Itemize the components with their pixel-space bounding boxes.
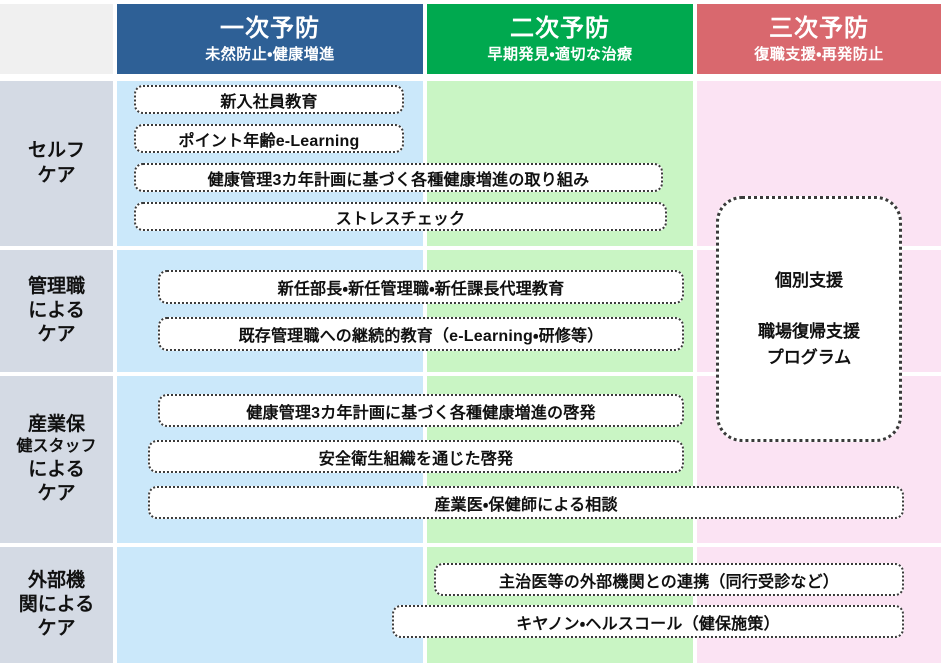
row-label-self-care-line1: セルフ — [27, 140, 85, 162]
row-label-ohs-care-line1: 産業保 — [27, 413, 85, 435]
header-primary-subtitle: 未然防止・健康増進 — [205, 45, 335, 63]
row-label-external-line3: ケア — [37, 618, 76, 640]
row-label-manager-care: 管理職 による ケア — [0, 250, 113, 372]
row4-band-primary — [117, 547, 423, 663]
row-label-ohs-care-line2: 健スタッフ — [16, 438, 97, 456]
row-label-self-care-line2: ケア — [37, 164, 76, 186]
header-tertiary-title: 三次予防 — [769, 15, 869, 43]
item-stress-check[interactable]: ストレスチェック — [134, 202, 667, 231]
item-point-age-elearning[interactable]: ポイント年齢e-Learning — [134, 124, 404, 153]
row-label-manager-care-line2: による — [28, 299, 85, 321]
item-external-org-collaboration[interactable]: 主治医等の外部機関との連携（同行受診など） — [434, 563, 904, 596]
row-label-ohs-care-line4: ケア — [37, 482, 76, 504]
row-label-ohs-care-line3: による — [28, 458, 85, 480]
item-3year-health-plan-initiatives[interactable]: 健康管理3カ年計画に基づく各種健康増進の取り組み — [134, 163, 663, 192]
item-3year-health-plan-awareness[interactable]: 健康管理3カ年計画に基づく各種健康増進の啓発 — [158, 394, 684, 427]
item-canon-health-call[interactable]: キヤノン・ヘルスコール（健保施策） — [392, 605, 904, 638]
row-label-external-line1: 外部機 — [27, 569, 85, 591]
row2-band-primary — [117, 250, 423, 372]
item-new-employee-training[interactable]: 新入社員教育 — [134, 85, 404, 114]
header-secondary-subtitle: 早期発見・適切な治療 — [487, 45, 633, 63]
header-tertiary-subtitle: 復職支援・再発防止 — [754, 45, 884, 63]
row-label-manager-care-line1: 管理職 — [27, 275, 85, 297]
item-occupational-physician-nurse-consultation[interactable]: 産業医・保健師による相談 — [148, 486, 904, 519]
row-label-manager-care-line3: ケア — [37, 324, 76, 346]
header-tertiary-prevention: 三次予防 復職支援・再発防止 — [697, 4, 941, 74]
card-line-program: プログラム — [766, 347, 852, 367]
row-label-external-org-care: 外部機 関による ケア — [0, 547, 113, 663]
item-existing-manager-continuous-education[interactable]: 既存管理職への継続的教育（e-Learning・研修等） — [158, 317, 684, 351]
item-new-manager-training[interactable]: 新任部長・新任管理職・新任課長代理教育 — [158, 270, 684, 304]
row-label-self-care: セルフ ケア — [0, 81, 113, 246]
row-label-external-line2: 関による — [18, 593, 95, 615]
card-return-to-work-program[interactable]: 個別支援 職場復帰支援 プログラム — [716, 196, 902, 442]
header-secondary-title: 二次予防 — [510, 15, 610, 43]
header-secondary-prevention: 二次予防 早期発見・適切な治療 — [427, 4, 693, 74]
row-label-occupational-health-staff-care: 産業保 健スタッフ による ケア — [0, 376, 113, 543]
card-line-return-to-work-support: 職場復帰支援 — [758, 322, 860, 342]
matrix-corner-cell — [0, 4, 113, 74]
card-line-individual-support: 個別支援 — [775, 270, 843, 290]
header-primary-title: 一次予防 — [220, 15, 320, 43]
item-safety-health-organization-awareness[interactable]: 安全衛生組織を通じた啓発 — [148, 440, 684, 473]
header-primary-prevention: 一次予防 未然防止・健康増進 — [117, 4, 423, 74]
row2-band-secondary — [427, 250, 693, 372]
